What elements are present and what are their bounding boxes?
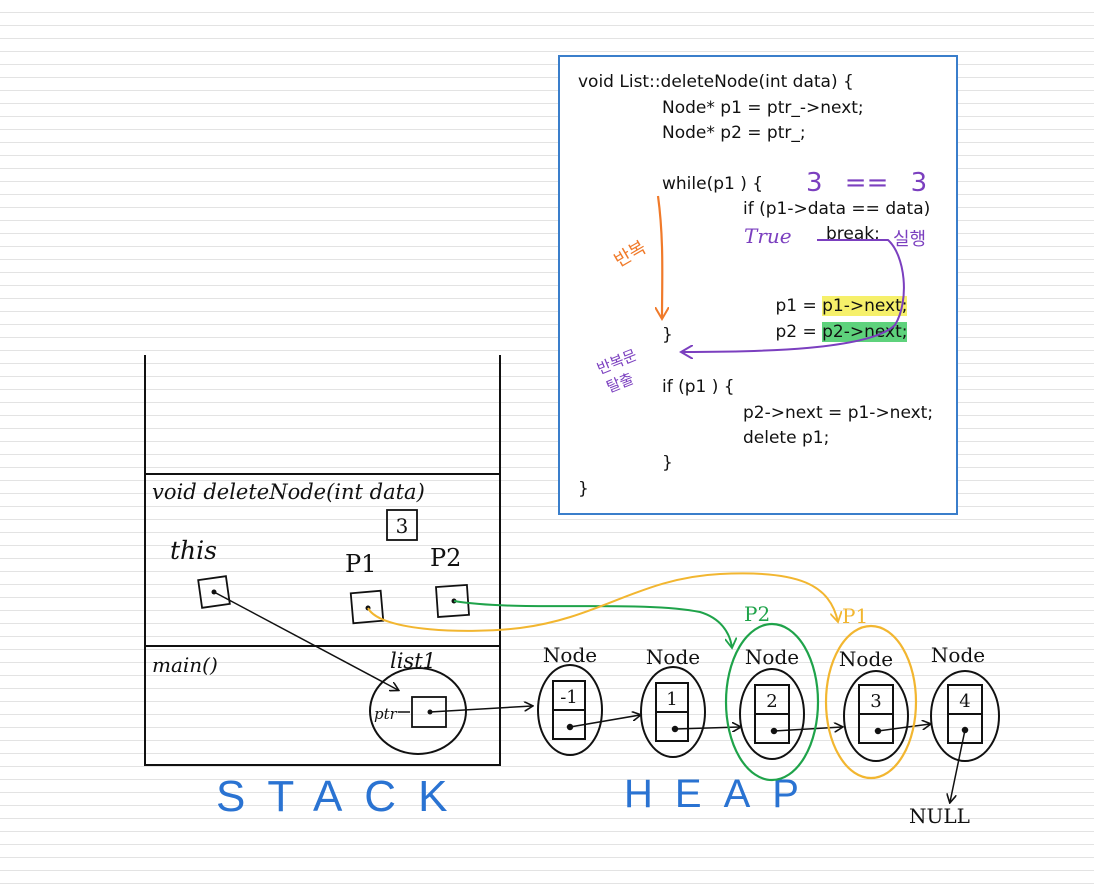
node-value-0: -1: [560, 687, 578, 708]
p2-heap-marker: P2: [744, 602, 771, 626]
p1-node-highlight: [824, 624, 918, 780]
node-value-1: 1: [666, 689, 677, 710]
heap-nodes: [537, 664, 1000, 762]
data-param-value: 3: [396, 514, 409, 538]
code-line-advance-p2: p2 = p2->next;: [743, 302, 908, 362]
node-value-2: 2: [766, 691, 777, 712]
frame-main-label: main(): [152, 653, 218, 677]
p1-heap-marker: P1: [842, 604, 869, 628]
list-ptr-arrow: [429, 706, 532, 713]
code-line-if-data: if (p1->data == data): [743, 199, 931, 219]
node-title-3: Node: [839, 647, 893, 671]
node-title-1: Node: [646, 645, 700, 669]
node-value-4: 4: [959, 691, 970, 712]
code-advance-p2-prefix: p2 =: [775, 322, 823, 342]
heap-title: HEAP: [624, 772, 821, 816]
node-title-2: Node: [745, 645, 799, 669]
this-to-list-arrow: [213, 591, 398, 690]
null-label: NULL: [909, 804, 970, 828]
node-title-0: Node: [543, 643, 597, 667]
true-annotation: True: [744, 224, 792, 248]
code-line-p2: Node* p2 = ptr_;: [662, 123, 806, 143]
frame-delete-label: void deleteNode(int data): [152, 480, 425, 504]
p1-label: P1: [345, 550, 377, 578]
ptr-label: ptr: [374, 705, 397, 723]
node-title-4: Node: [931, 643, 985, 667]
p2-pointer-box: [435, 583, 470, 618]
code-line-p1: Node* p1 = ptr_->next;: [662, 98, 864, 118]
compare-annotation: 3 == 3: [806, 168, 928, 198]
code-line-relink: p2->next = p1->next;: [743, 403, 934, 423]
data-param-box: 3: [386, 509, 418, 541]
code-close-fn: }: [578, 479, 589, 499]
code-panel: void List::deleteNode(int data) { Node* …: [558, 55, 958, 515]
code-advance-p2-highlight: p2->next;: [822, 322, 908, 342]
this-label: this: [170, 536, 217, 565]
code-close-while: }: [662, 325, 673, 345]
code-close-if: }: [662, 453, 673, 473]
this-pointer-box: [197, 575, 231, 609]
execute-annotation: 실행: [893, 229, 927, 250]
p1-pointer-box: [349, 589, 385, 625]
p2-label: P2: [430, 544, 462, 572]
p2-pointer-path: [453, 600, 732, 648]
list1-label: list1: [390, 649, 437, 673]
code-line-while: while(p1 ) {: [662, 174, 764, 194]
node-titles: Node Node Node Node Node: [543, 643, 985, 671]
node-value-3: 3: [870, 691, 881, 712]
code-line-break: break;: [826, 224, 880, 244]
stack-title: STACK: [216, 772, 470, 821]
code-line-if-p1: if (p1 ) {: [662, 377, 735, 397]
code-signature: void List::deleteNode(int data) {: [578, 72, 854, 92]
p2-node-highlight: [724, 622, 820, 782]
code-line-delete: delete p1;: [743, 428, 830, 448]
node-values: -1 1 2 3 4: [560, 687, 971, 712]
